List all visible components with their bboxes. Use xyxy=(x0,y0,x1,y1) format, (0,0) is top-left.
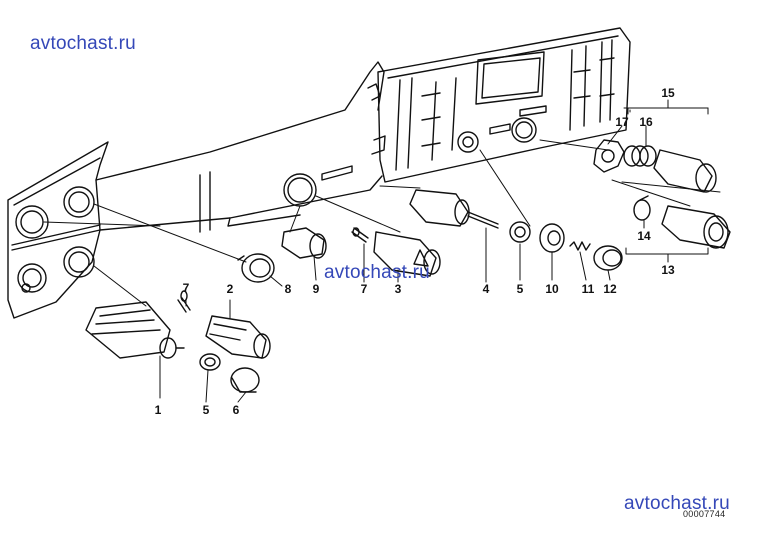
watermark-middle: avtochast.ru xyxy=(324,262,430,283)
part-7-bulb-left xyxy=(177,290,191,313)
left-instrument-panel xyxy=(7,141,109,319)
gauge-bottom-left xyxy=(17,263,47,293)
callout-14: 14 xyxy=(637,229,651,243)
diagram-code: 00007744 xyxy=(683,509,726,519)
callout-7-middle: 7 xyxy=(361,282,368,296)
callout-1: 1 xyxy=(155,403,162,417)
part-14-socket-small xyxy=(633,195,651,221)
watermark-top-left: avtochast.ru xyxy=(30,33,136,54)
callout-6: 6 xyxy=(233,403,240,417)
dashboard-console-beam xyxy=(95,61,386,233)
centre-control-panel xyxy=(377,27,631,183)
callout-5-right: 5 xyxy=(517,282,524,296)
part-4-motor xyxy=(409,189,499,229)
callout-15: 15 xyxy=(661,86,675,100)
callout-10: 10 xyxy=(545,282,559,296)
part-6-cap xyxy=(230,367,260,393)
callout-8: 8 xyxy=(285,282,292,296)
callout-16: 16 xyxy=(639,115,653,129)
part-8-ring xyxy=(237,253,275,283)
watermark-bottom-right: avtochast.ru xyxy=(624,493,730,514)
assembly-leader-lines xyxy=(43,107,721,307)
callout-12: 12 xyxy=(603,282,617,296)
callout-17: 17 xyxy=(615,115,629,129)
callout-9: 9 xyxy=(313,282,320,296)
gauge-top-left xyxy=(15,205,49,239)
part-1-switch-block xyxy=(85,301,185,359)
part-5-knob-right xyxy=(509,221,531,243)
part-9-lens xyxy=(281,227,327,259)
part-5-knob-left xyxy=(199,353,221,371)
part-12-knob xyxy=(593,245,623,271)
part-7-bulb-middle xyxy=(351,227,369,243)
part-15-lighter xyxy=(653,149,717,193)
callout-leaders xyxy=(159,125,647,403)
part-11-spring xyxy=(569,241,591,251)
callout-numbers: 1 2 3 4 5 5 6 7 7 8 9 10 11 12 13 14 15 … xyxy=(155,86,675,417)
part-2-switch-housing xyxy=(205,315,271,359)
gauge-top-right xyxy=(63,186,95,218)
callout-11: 11 xyxy=(582,282,595,296)
callout-5-left: 5 xyxy=(203,403,210,417)
gauge-bottom-right xyxy=(63,246,95,278)
callout-13: 13 xyxy=(661,263,675,277)
callout-4: 4 xyxy=(483,282,490,296)
callout-7-left: 7 xyxy=(183,281,190,295)
part-3-switch xyxy=(373,231,441,277)
part-13-lighter-socket xyxy=(661,205,731,249)
group-brackets xyxy=(625,99,709,263)
part-16-spring xyxy=(623,145,657,167)
part-17-star-knob xyxy=(593,139,625,173)
callout-3: 3 xyxy=(395,282,402,296)
callout-2: 2 xyxy=(227,282,234,296)
part-10-collar xyxy=(539,223,565,253)
